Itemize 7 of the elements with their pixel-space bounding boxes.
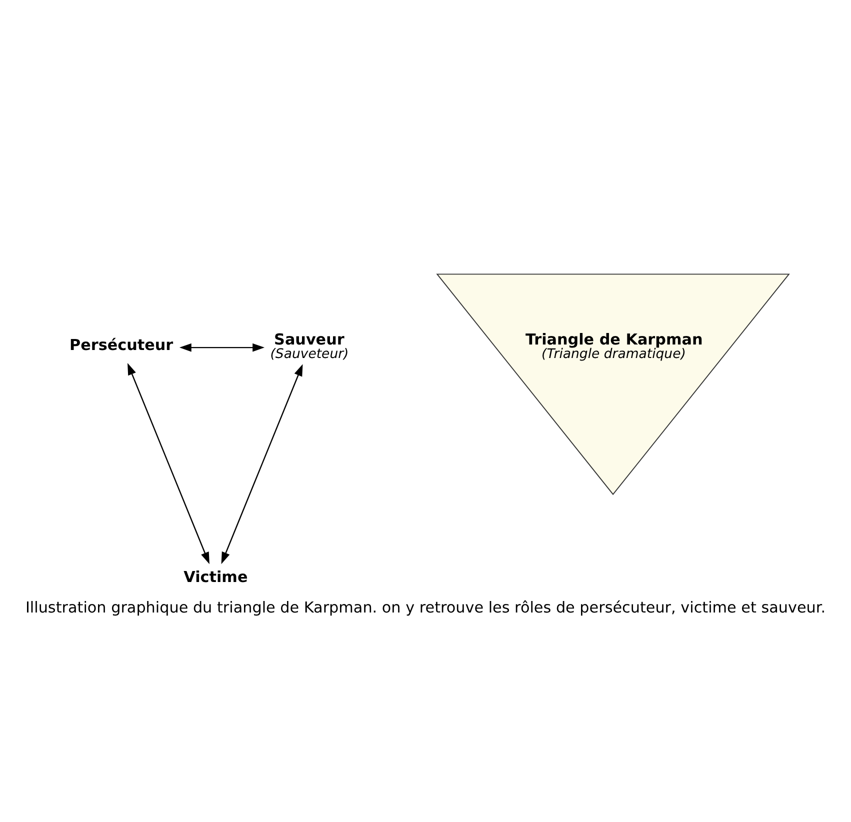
node-text: Victime [184, 568, 248, 586]
caption: Illustration graphique du triangle de Karpman. on y retrouve les rôles de persécuteur, victime et sauveur. [25, 598, 826, 616]
arrow [179, 343, 265, 352]
arrow [221, 364, 303, 564]
node-text: Persécuteur [70, 336, 174, 354]
arrow [128, 362, 210, 564]
node-text: Sauveur (Sauveteur) [270, 330, 349, 362]
